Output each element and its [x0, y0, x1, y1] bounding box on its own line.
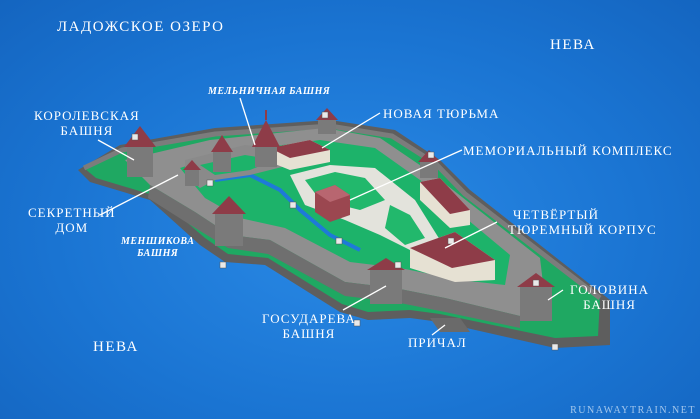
melnichnaya-label: МЕЛЬНИЧНАЯ БАШНЯ: [208, 86, 331, 97]
golovina-line1: ГОЛОВИНА: [570, 282, 649, 297]
new-prison-label: НОВАЯ ТЮРЬМА: [383, 106, 500, 121]
tower-small-left: [183, 160, 201, 186]
lake-label: ЛАДОЖСКОЕ ОЗЕРО: [57, 19, 225, 35]
map-markers: [131, 111, 559, 351]
secret-house-line1: СЕКРЕТНЫЙ: [28, 205, 116, 220]
tower-flag: [211, 135, 233, 172]
tower-menshikova: [212, 196, 246, 246]
korolevskaya-line2: БАШНЯ: [60, 123, 114, 138]
barracks-roof: [420, 178, 470, 214]
golovina-line2: БАШНЯ: [583, 297, 636, 312]
golovina-label: ГОЛОВИНА БАШНЯ: [570, 282, 649, 312]
pier-label: ПРИЧАЛ: [408, 335, 467, 350]
tower-melnichnaya: [252, 110, 280, 167]
gosudareva-label: ГОСУДАРЕВА БАШНЯ: [262, 311, 356, 341]
leader-lines: [97, 97, 564, 336]
secret-house-line2: ДОМ: [55, 220, 89, 235]
tower-korolevskaya: [124, 126, 156, 177]
korolevskaya-line1: КОРОЛЕВСКАЯ: [34, 108, 140, 123]
fourth-prison-label: ЧЕТВЁРТЫЙ ТЮРЕМНЫЙ КОРПУС: [508, 207, 657, 237]
menshikova-label: МЕНШИКОВА БАШНЯ: [121, 236, 194, 260]
gosudareva-line2: БАШНЯ: [282, 326, 336, 341]
neva-top-label: НЕВА: [550, 37, 596, 53]
menshikova-line2: БАШНЯ: [137, 248, 179, 259]
menshikova-line1: МЕНШИКОВА: [121, 236, 195, 247]
secret-house-label: СЕКРЕТНЫЙ ДОМ: [28, 205, 116, 235]
tower-golovina: [517, 273, 555, 321]
credit-watermark: RUNAWAYTRAIN.NET: [570, 405, 696, 416]
wall-front-face: [148, 185, 520, 328]
gosudareva-line1: ГОСУДАРЕВА: [262, 311, 356, 326]
lawn-right: [385, 205, 425, 245]
neva-bottom-label: НЕВА: [93, 339, 139, 355]
fourth-prison-line1: ЧЕТВЁРТЫЙ: [513, 207, 599, 222]
memorial-ruins-top: [315, 185, 350, 202]
korolevskaya-label: КОРОЛЕВСКАЯ БАШНЯ: [34, 108, 140, 138]
fourth-prison-line2: ТЮРЕМНЫЙ КОРПУС: [508, 222, 657, 237]
fourth-prison-roof: [410, 232, 495, 268]
memorial-label: МЕМОРИАЛЬНЫЙ КОМПЛЕКС: [463, 143, 673, 158]
new-prison-roof: [270, 140, 330, 158]
